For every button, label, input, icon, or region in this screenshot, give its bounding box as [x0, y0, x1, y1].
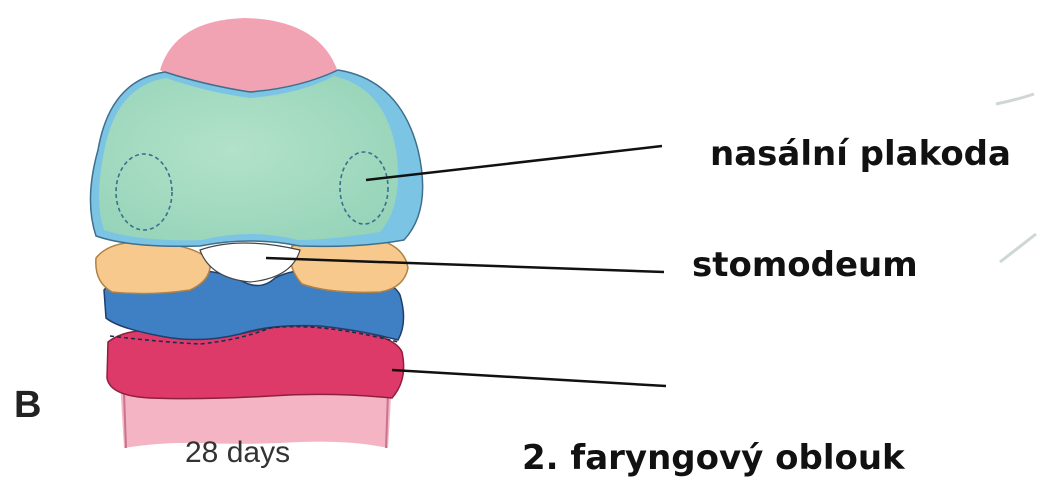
panel-letter: B — [14, 384, 41, 427]
label-second-pharyngeal-arch: 2. faryngový oblouk — [522, 438, 905, 478]
background-faint-stroke-upper — [996, 94, 1034, 104]
face-green-area — [99, 76, 398, 240]
maxillary-process-left — [96, 242, 210, 294]
second-pharyngeal-arch — [107, 325, 404, 399]
leader-line-pharyngeal-arch — [392, 370, 666, 386]
maxillary-process-right — [290, 240, 408, 293]
age-caption: 28 days — [185, 436, 290, 470]
background-faint-stroke-lower — [1000, 234, 1036, 262]
label-stomodeum: stomodeum — [692, 245, 918, 285]
label-nasal-placode: nasální plakoda — [710, 134, 1011, 174]
